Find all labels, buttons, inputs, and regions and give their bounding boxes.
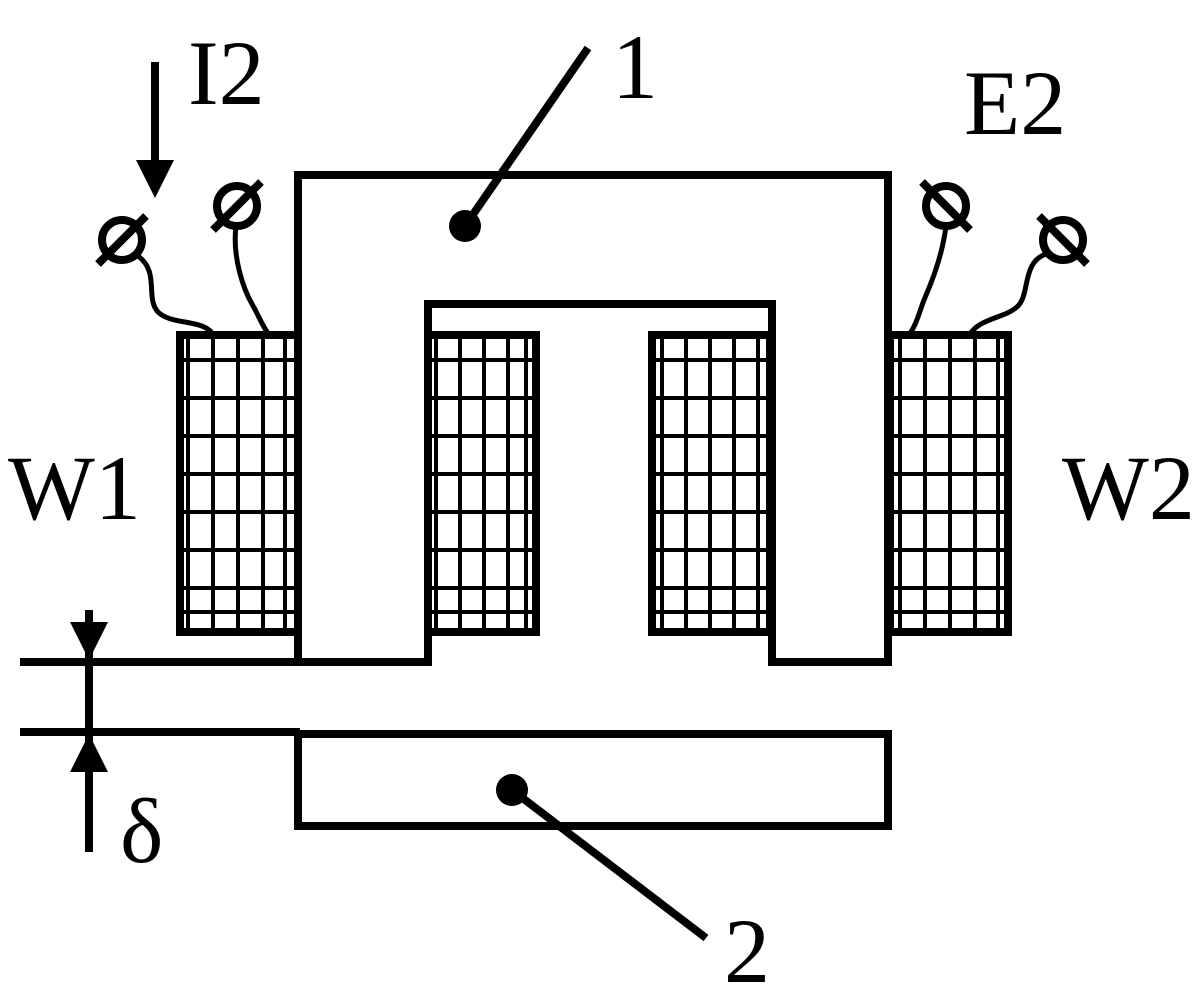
secondary-winding-label: W2 — [1062, 437, 1195, 539]
current-label: I2 — [188, 22, 265, 124]
current-arrow — [136, 62, 174, 198]
armature-bar — [294, 730, 892, 830]
primary-winding-label: W1 — [8, 437, 141, 539]
armature-leader — [496, 774, 709, 942]
air-gap-label: δ — [120, 780, 163, 882]
primary-winding-inner — [424, 331, 540, 636]
primary-winding-outer — [176, 331, 302, 636]
terminal-right-1 — [906, 179, 973, 338]
terminal-left-2 — [210, 179, 272, 338]
terminal-right-2 — [967, 213, 1090, 336]
armature-label: 2 — [724, 900, 770, 989]
terminal-left-1 — [95, 213, 217, 338]
core-label: 1 — [612, 16, 658, 118]
air-gap-dimension — [20, 610, 300, 852]
emf-label: E2 — [964, 52, 1066, 154]
magnetic-core — [294, 171, 892, 666]
core-leader — [449, 45, 592, 242]
secondary-winding-inner — [648, 331, 774, 636]
secondary-winding-outer — [886, 331, 1012, 636]
